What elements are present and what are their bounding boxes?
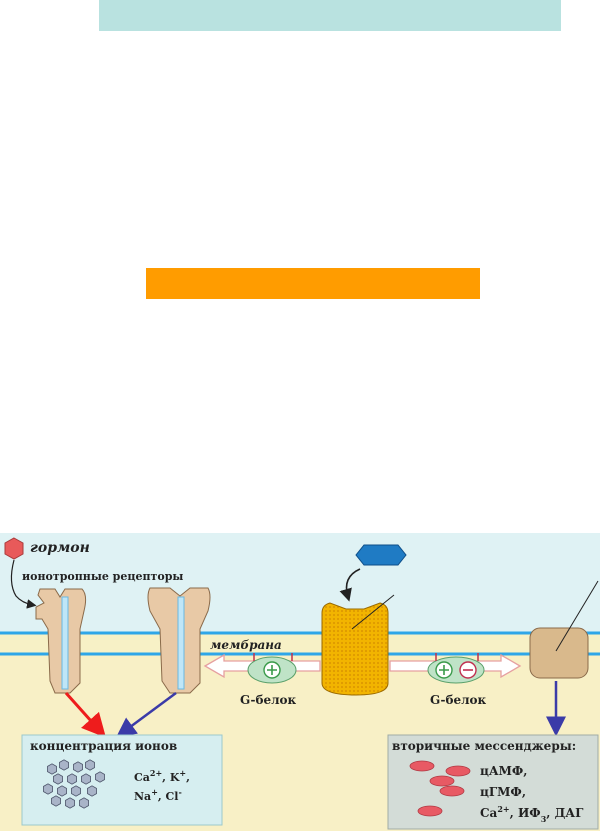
ions-line-2: Na+, Cl- (134, 787, 182, 803)
effector-pointer (555, 580, 599, 652)
signaling-diagram: гормон ионотропные рецепторы мембрана G-… (0, 533, 600, 831)
receptor-pointer (351, 594, 395, 630)
extracellular-bg (0, 533, 600, 633)
messenger-box-title: вторичные мессенджеры: (392, 739, 576, 753)
blue-arrow-left (115, 691, 177, 738)
ion-cluster (43, 759, 105, 809)
ion-icon (79, 797, 89, 809)
ion-channel-1-pore (61, 596, 69, 690)
messenger-icon (417, 805, 443, 817)
orange-banner (146, 268, 480, 299)
metabotropic-receptor (321, 602, 389, 696)
ion-icon (95, 771, 105, 783)
ion-icon (73, 761, 83, 773)
messenger-icon (445, 765, 471, 777)
ion-icon (87, 785, 97, 797)
ion-icon (59, 759, 69, 771)
hormone-label: гормон (30, 540, 90, 556)
hormone-icon (4, 537, 24, 560)
ion-icon (53, 773, 63, 785)
ion-channel-1 (35, 588, 87, 694)
red-arrow (64, 691, 107, 738)
ionotropic-label: ионотропные рецепторы (22, 570, 183, 583)
membrane-band (0, 633, 600, 655)
ligand-arrow (339, 568, 361, 602)
effector-enzyme (529, 627, 589, 679)
ion-icon (51, 795, 61, 807)
messenger-icon (409, 760, 435, 772)
ion-box-title: концентрация ионов (30, 739, 177, 753)
hormone-arrow (10, 559, 37, 609)
ligand-icon (355, 544, 407, 566)
ion-icon (71, 785, 81, 797)
ion-icon (57, 785, 67, 797)
messenger-icon (439, 785, 465, 797)
messenger-camp: цАМФ, (480, 764, 527, 778)
ion-icon (43, 783, 53, 795)
g-protein-left-label: G-белок (240, 693, 297, 707)
messenger-cgmp: цГМФ, (480, 785, 526, 799)
messenger-icon (429, 775, 455, 787)
g-protein-right-label: G-белок (430, 693, 487, 707)
ion-icon (65, 797, 75, 809)
ion-channel-2-pore (177, 596, 185, 690)
ion-icon (67, 773, 77, 785)
ions-line-1: Ca2+, K+, (134, 768, 190, 784)
top-banner (99, 0, 561, 31)
ion-icon (47, 763, 57, 775)
ion-icon (81, 773, 91, 785)
messenger-line-3: Ca2+, ИФ3, ДАГ (480, 804, 584, 824)
membrane-label: мембрана (210, 638, 282, 652)
ion-icon (85, 759, 95, 771)
